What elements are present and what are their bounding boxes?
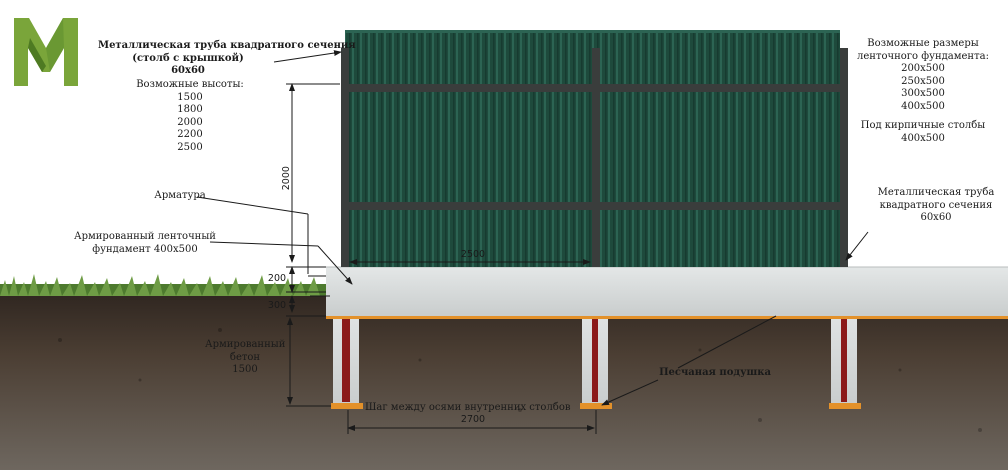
foundation-line-1: Армированный ленточный xyxy=(74,231,216,242)
height-value: 2200 xyxy=(177,129,203,140)
brick-note: Под кирпичные столбы 400х500 xyxy=(848,120,998,145)
sizes-title-line-2: ленточного фундамента: xyxy=(857,50,989,62)
brick-title: Под кирпичные столбы xyxy=(860,120,986,131)
heights-title: Возможные высоты: xyxy=(136,79,244,90)
heights-list: Возможные высоты: 1500 1800 2000 2200 25… xyxy=(135,79,245,154)
height-value: 2000 xyxy=(177,116,203,128)
pipe-label: Металлическая труба квадратного сечения … xyxy=(98,40,356,78)
grass xyxy=(0,274,330,296)
height-value: 1800 xyxy=(177,104,203,115)
pipe-right-label: Металлическая труба квадратного сечения … xyxy=(870,187,1002,225)
foundation-label: Армированный ленточный фундамент 400х500 xyxy=(70,231,220,256)
concrete-label: Армированный бетон 1500 xyxy=(205,339,285,377)
concrete-line-2: бетон xyxy=(229,351,261,363)
strip-foundation xyxy=(326,266,1008,319)
height-dimension: 2000 xyxy=(280,166,292,191)
pipe-label-line-3: 60х60 xyxy=(171,65,205,76)
armatura-label: Арматура xyxy=(154,190,206,201)
logo xyxy=(14,18,78,86)
size-value: 250х500 xyxy=(901,75,945,87)
found-above-dimension: 200 xyxy=(267,273,287,284)
pipe-label-line-2: (столб с крышкой) xyxy=(132,52,244,64)
height-value: 2500 xyxy=(177,141,203,153)
concrete-line-1: Армированный xyxy=(205,339,286,350)
sizes-title-line-1: Возможные размеры xyxy=(867,38,979,49)
concrete-line-3: 1500 xyxy=(232,364,258,375)
foundation-line-2: фундамент 400х500 xyxy=(92,243,198,255)
post-middle xyxy=(592,48,600,267)
span-dimension: 2500 xyxy=(460,249,486,260)
pipe-right-line-2: квадратного сечения xyxy=(879,199,993,211)
found-below-dimension: 300 xyxy=(267,300,287,311)
size-value: 300х500 xyxy=(901,88,945,99)
size-value: 200х500 xyxy=(901,63,945,74)
size-value: 400х500 xyxy=(901,100,945,112)
brick-size: 400х500 xyxy=(901,132,945,144)
pipe-right-line-3: 60х60 xyxy=(920,212,952,223)
sand-label: Песчаная подушка xyxy=(659,367,771,378)
post-right xyxy=(840,48,848,267)
step-dimension: 2700 xyxy=(460,414,486,425)
height-value: 1500 xyxy=(177,91,203,103)
step-label: Шаг между осями внутренних столбов xyxy=(365,402,571,413)
pipe-right-line-1: Металлическая труба xyxy=(877,187,995,198)
pipe-label-line-1: Металлическая труба квадратного сечения xyxy=(98,40,356,51)
post-left xyxy=(341,48,349,267)
sizes-list: Возможные размеры ленточного фундамента:… xyxy=(848,38,998,113)
